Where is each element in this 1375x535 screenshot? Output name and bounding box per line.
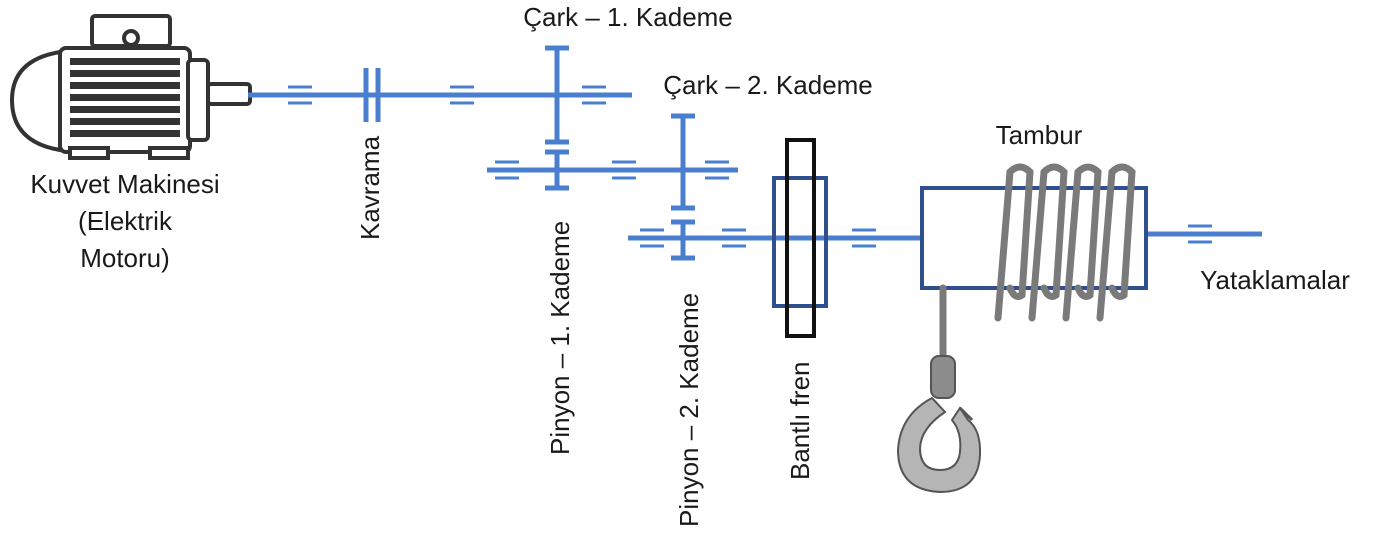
bearing-symbols: [288, 85, 1212, 248]
drum-label: Tambur: [996, 120, 1083, 150]
gear-stage-1-symbol: [545, 45, 569, 145]
pinion-stage-1-symbol: [545, 149, 569, 191]
pinion-stage-1-label: Pinyon – 1. Kademe: [545, 221, 575, 455]
gear-stage-2-symbol: [671, 113, 695, 211]
brake-label: Bantlı fren: [785, 361, 815, 480]
rope-coils: [939, 163, 1136, 364]
brake-band: [785, 138, 816, 338]
gear-stage-1-label: Çark – 1. Kademe: [523, 2, 733, 32]
bearings-label: Yataklamalar: [1200, 265, 1350, 295]
gear-stage-2-label: Çark – 2. Kademe: [663, 70, 873, 100]
motor-label-line1: Kuvvet Makinesi: [30, 169, 219, 199]
motor-label-line2: (Elektrik: [78, 206, 173, 236]
motor-label-line3: Motoru): [80, 243, 170, 273]
electric-motor-icon: [9, 14, 252, 160]
crane-hook-icon: [896, 355, 982, 494]
coupling-label: Kavrama: [355, 135, 385, 240]
pinion-stage-2-label: Pinyon – 2. Kademe: [674, 293, 704, 527]
brake-drum: [772, 176, 828, 308]
pinion-stage-2-symbol: [671, 219, 695, 261]
coupling-symbol: [363, 68, 381, 122]
